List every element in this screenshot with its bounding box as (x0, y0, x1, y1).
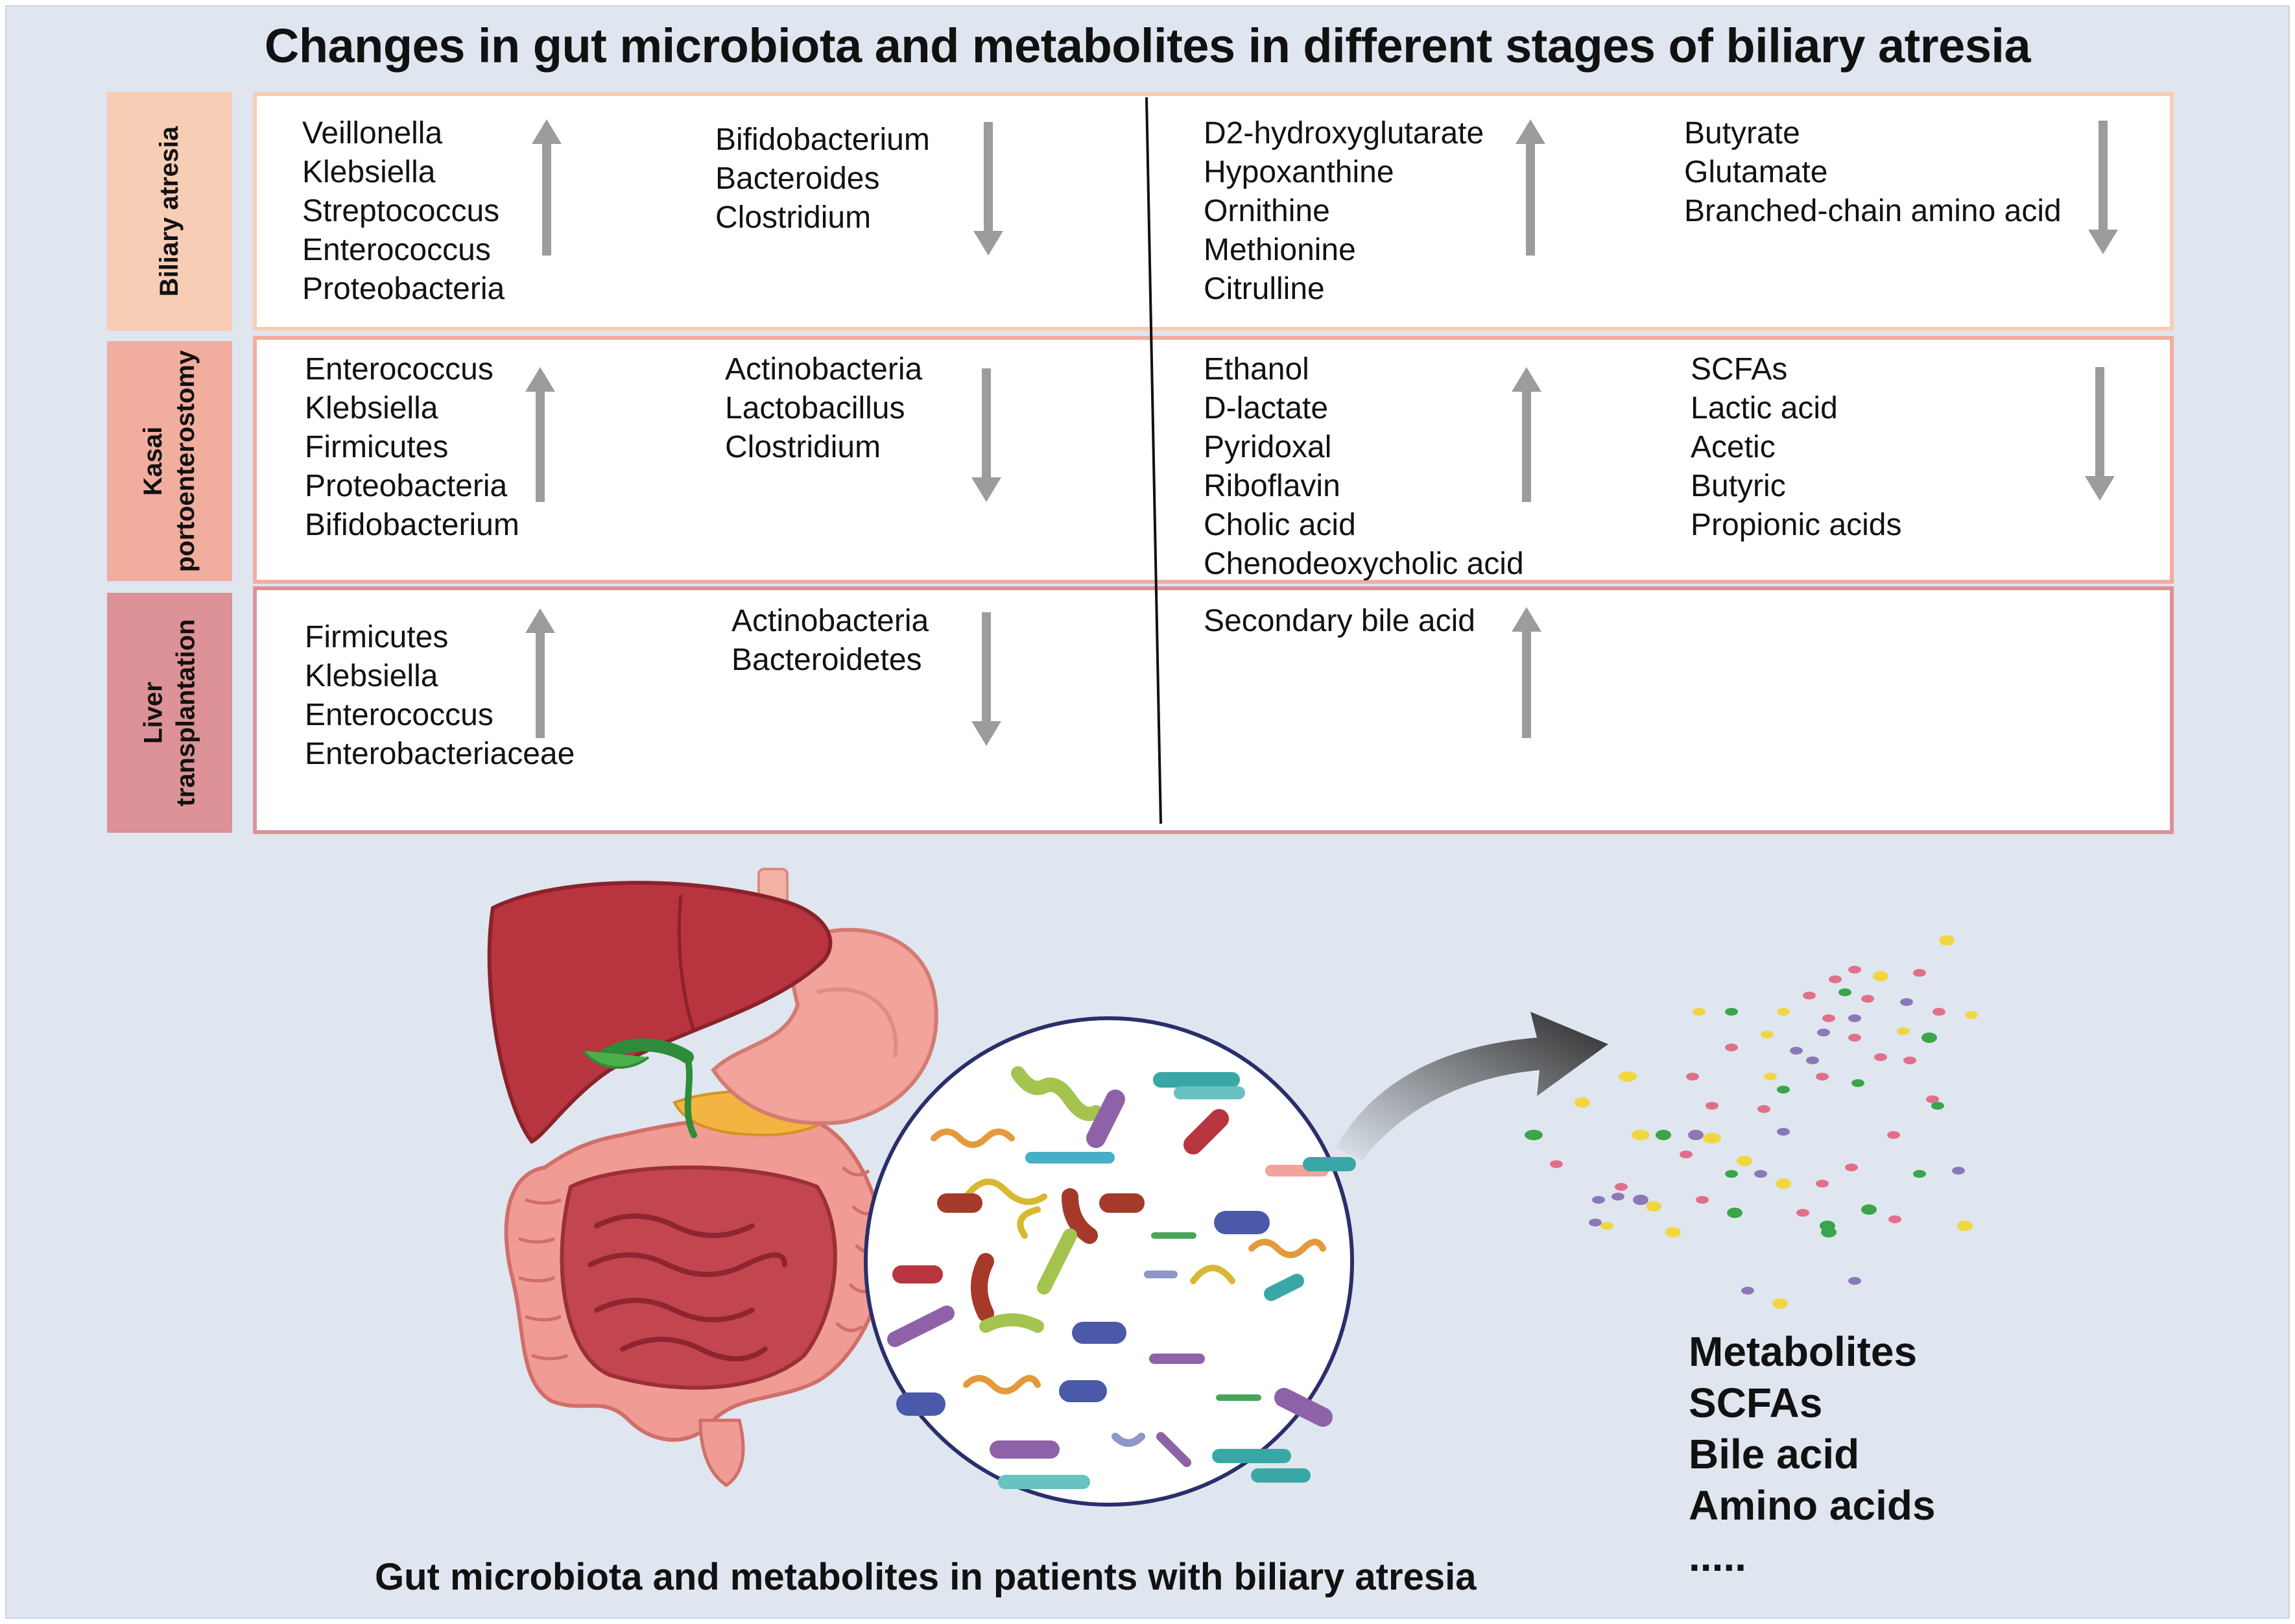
stage-label-biliary-atresia: Biliary atresia (107, 92, 232, 331)
metabolite-particles (1525, 935, 1978, 1309)
list-item: Methionine (1204, 233, 1356, 267)
metabolites-up-list: Secondary bile acid (1204, 602, 1475, 641)
stage-label-kasai: Kasai portoenterostomy (107, 341, 232, 581)
list-item: Acetic (1691, 430, 1776, 464)
list-item: Bile acid (1689, 1431, 1860, 1477)
stage-label-liver-transplantation: Liver transplantation (107, 593, 232, 833)
list-item: Propionic acids (1691, 508, 1902, 542)
list-item: Clostridium (725, 430, 881, 464)
up-arrow-icon (525, 608, 555, 738)
microbiota-up-list: Veillonella Klebsiella Streptococcus Ent… (302, 114, 505, 309)
list-item: Bacteroidetes (731, 643, 922, 677)
metabolites-up-list: D2-hydroxyglutarate Hypoxanthine Ornithi… (1204, 114, 1484, 309)
list-item: SCFAs (1689, 1379, 1823, 1426)
list-item: SCFAs (1691, 352, 1788, 387)
stage-row-liver-transplantation (253, 586, 2174, 834)
list-item: Citrulline (1204, 272, 1325, 306)
list-item: Clostridium (715, 200, 872, 235)
list-item: Hypoxanthine (1204, 155, 1394, 189)
list-item: Lactobacillus (725, 391, 905, 425)
metabolites-up-list: Ethanol D-lactate Pyridoxal Riboflavin C… (1204, 350, 1524, 584)
list-item: Butyrate (1684, 116, 1800, 150)
microbiota-up-list: Firmicutes Klebsiella Enterococcus Enter… (305, 618, 575, 774)
metabolites-down-list: Butyrate Glutamate Branched-chain amino … (1684, 114, 2062, 231)
curved-arrow-icon (1336, 1012, 1608, 1161)
list-item: ..... (1689, 1533, 1746, 1580)
list-item: Branched-chain amino acid (1684, 194, 2062, 228)
down-arrow-icon (971, 612, 1001, 746)
up-arrow-icon (1512, 607, 1541, 738)
figure-caption: Gut microbiota and metabolites in patien… (375, 1556, 1477, 1598)
microbiota-down-list: Actinobacteria Bacteroidetes (731, 602, 929, 680)
list-item: Firmicutes (305, 620, 449, 654)
stage-row-kasai (253, 336, 2174, 584)
metabolites-down-list: SCFAs Lactic acid Acetic Butyric Propion… (1691, 350, 1902, 545)
list-item: Klebsiella (305, 391, 438, 425)
list-item: Bacteroides (715, 161, 880, 196)
list-item: Enterobacteriaceae (305, 737, 575, 771)
column-divider (1145, 97, 1162, 824)
down-arrow-icon (973, 122, 1003, 256)
list-item: Metabolites (1689, 1328, 1918, 1375)
list-item: Actinobacteria (731, 604, 929, 638)
list-item: Firmicutes (305, 430, 449, 464)
list-item: D-lactate (1204, 391, 1329, 425)
list-item: Enterococcus (302, 233, 491, 267)
list-item: Glutamate (1684, 155, 1828, 189)
list-item: Amino acids (1689, 1482, 1936, 1529)
list-item: Secondary bile acid (1204, 604, 1475, 638)
list-item: Veillonella (302, 116, 443, 150)
list-item: Enterococcus (305, 698, 493, 732)
list-item: Enterococcus (305, 352, 493, 387)
list-item: Pyridoxal (1204, 430, 1332, 464)
up-arrow-icon (532, 119, 562, 256)
microbiota-down-list: Bifidobacterium Bacteroides Clostridium (715, 121, 930, 237)
list-item: Riboflavin (1204, 469, 1340, 503)
list-item: Proteobacteria (305, 469, 508, 503)
list-item: Lactic acid (1691, 391, 1838, 425)
microbiota-up-list: Enterococcus Klebsiella Firmicutes Prote… (305, 350, 519, 545)
down-arrow-icon (2088, 121, 2118, 254)
list-item: Chenodeoxycholic acid (1204, 547, 1524, 581)
list-item: Klebsiella (302, 155, 436, 189)
list-item: Ornithine (1204, 194, 1330, 228)
up-arrow-icon (1516, 119, 1545, 256)
list-item: D2-hydroxyglutarate (1204, 116, 1484, 150)
list-item: Butyric (1691, 469, 1786, 503)
list-item: Bifidobacterium (715, 123, 930, 157)
microbiota-magnifier-illustration (864, 1016, 1356, 1507)
list-item: Ethanol (1204, 352, 1309, 387)
down-arrow-icon (2085, 367, 2115, 501)
figure-title: Changes in gut microbiota and metabolite… (264, 19, 2031, 73)
metabolite-category-list: Metabolites SCFAs Bile acid Amino acids … (1689, 1326, 1936, 1582)
up-arrow-icon (525, 367, 555, 502)
list-item: Actinobacteria (725, 352, 923, 387)
list-item: Bifidobacterium (305, 508, 519, 542)
list-item: Klebsiella (305, 659, 438, 693)
list-item: Streptococcus (302, 194, 500, 228)
down-arrow-icon (971, 368, 1001, 502)
microbiota-down-list: Actinobacteria Lactobacillus Clostridium (725, 350, 922, 467)
list-item: Proteobacteria (302, 272, 505, 306)
stage-row-biliary-atresia (253, 92, 2174, 331)
list-item: Cholic acid (1204, 508, 1356, 542)
digestive-system-illustration (487, 868, 938, 1488)
up-arrow-icon (1512, 367, 1541, 502)
